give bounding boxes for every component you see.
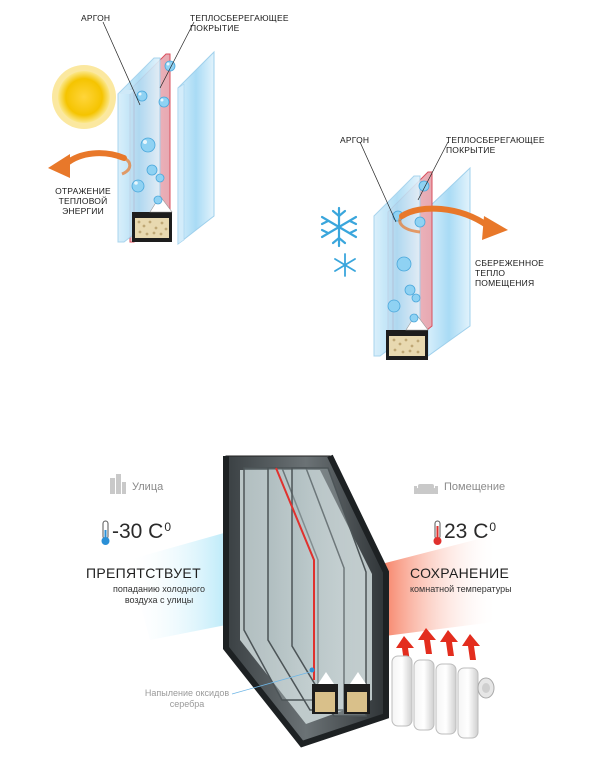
room-temp-value: 23 C xyxy=(444,520,489,543)
room-label: Помещение xyxy=(444,481,506,493)
snowflake-icon-large xyxy=(320,206,358,248)
winter-glass-unit xyxy=(320,141,508,360)
street-label: Улица xyxy=(132,481,164,493)
radiator-icon xyxy=(391,655,495,739)
sofa-icon xyxy=(414,484,438,494)
keep-title: СОХРАНЕНИЕ xyxy=(410,565,510,581)
street-temp-value: -30 C xyxy=(112,520,164,543)
argon-bubbles xyxy=(131,60,176,205)
sun-icon xyxy=(58,71,110,123)
reflection-arrow xyxy=(63,150,127,167)
silver-oxide-coating xyxy=(275,467,315,680)
summer-glass-unit xyxy=(48,21,215,246)
warm-retention-arrow xyxy=(399,205,491,229)
window-profile-cutaway xyxy=(101,454,498,748)
city-icon xyxy=(110,474,126,494)
winter-argon-label: АРГОН xyxy=(340,135,370,145)
heat-arrows xyxy=(396,628,480,662)
summer-coating-label: ТЕПЛОСБЕРЕГАЮЩЕЕ ПОКРЫТИЕ xyxy=(190,13,289,33)
warm-air-beam xyxy=(354,534,498,640)
thermometer-icon-warm xyxy=(433,520,442,545)
block-text: попаданию холодного воздуха с улицы xyxy=(113,584,205,605)
block-title: ПРЕПЯТСТВУЕТ xyxy=(86,565,201,581)
street-temp-degree: 0 xyxy=(164,520,172,534)
thermometer-icon-cold xyxy=(101,520,110,545)
winter-coating-label: ТЕПЛОСБЕРЕГАЮЩЕЕ ПОКРЫТИЕ xyxy=(446,135,545,155)
winter-effect-label: СБЕРЕЖЕННОЕ ТЕПЛО ПОМЕЩЕНИЯ xyxy=(475,258,545,288)
summer-effect-label: ОТРАЖЕНИЕ ТЕПЛОВОЙ ЭНЕРГИИ xyxy=(55,186,111,216)
keep-text: комнатной температуры xyxy=(410,584,512,594)
room-temp-degree: 0 xyxy=(489,520,497,534)
summer-argon-label: АРГОН xyxy=(81,13,111,23)
coating-note: Напыление оксидов серебра xyxy=(144,688,230,709)
snowflake-icon-small xyxy=(334,253,356,277)
